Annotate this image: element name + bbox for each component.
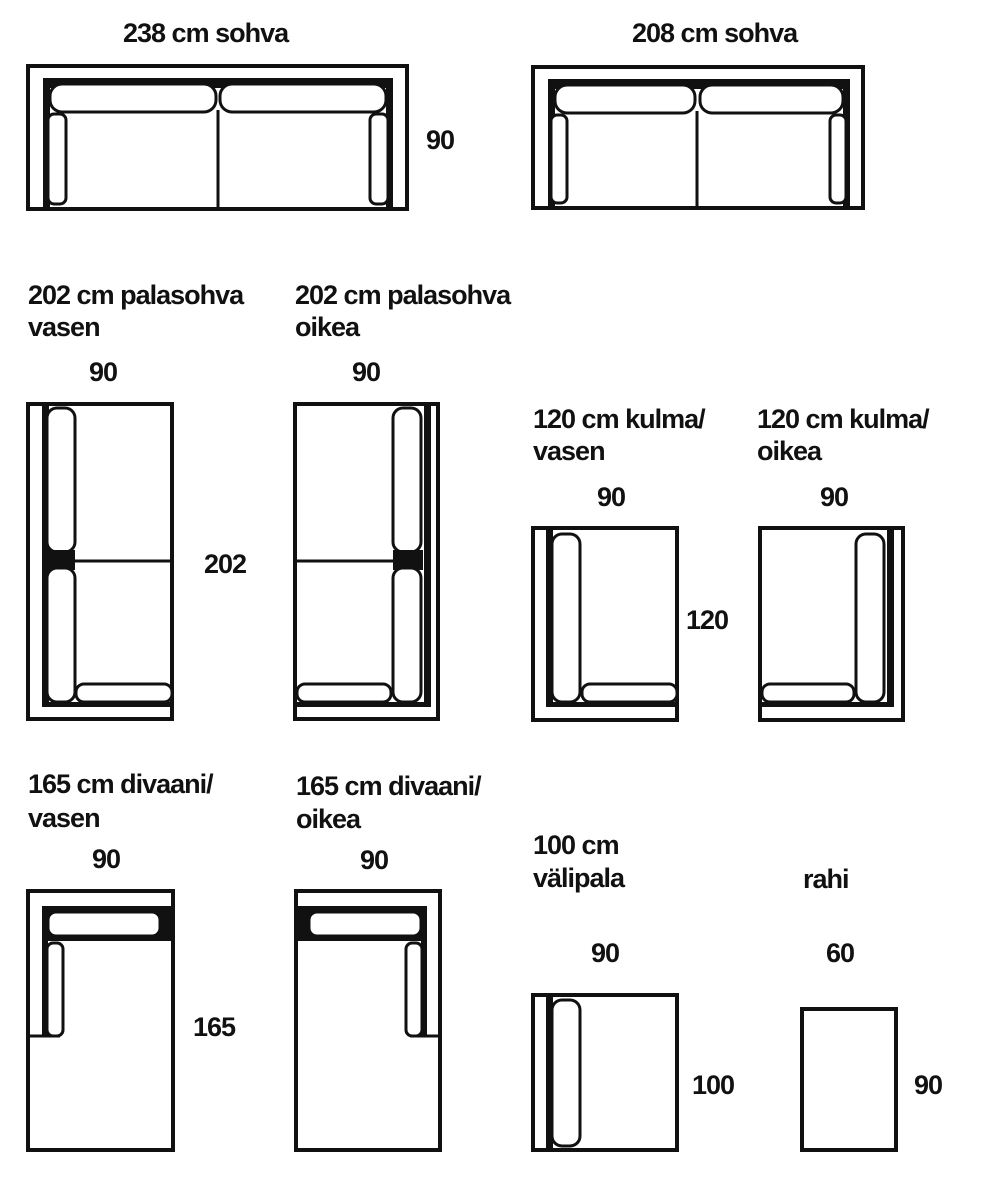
kulma-left-title-2: vasen xyxy=(533,436,606,466)
kulma-right-title-2: oikea xyxy=(757,436,822,466)
divaani-right-title-1: 165 cm divaani/ xyxy=(296,771,482,801)
valipala-length: 100 xyxy=(692,1070,735,1100)
palasohva-left-width: 90 xyxy=(89,357,118,387)
valipala-title-1: 100 cm xyxy=(533,830,620,860)
divaani-left-title-1: 165 cm divaani/ xyxy=(28,769,214,799)
sofa-238-title: 238 cm sohva xyxy=(123,18,289,48)
palasohva-right-title-2: oikea xyxy=(295,312,360,342)
sofa-238-depth: 90 xyxy=(426,125,455,155)
rahi-width: 60 xyxy=(826,938,855,968)
valipala-title-2: välipala xyxy=(533,863,625,893)
palasohva-right-title-1: 202 cm palasohva xyxy=(295,280,511,310)
palasohva-left-title-2: vasen xyxy=(28,312,101,342)
sofa-208-drawing xyxy=(531,65,865,210)
kulma-right-width: 90 xyxy=(820,482,849,512)
divaani-right-title-2: oikea xyxy=(296,804,361,834)
palasohva-right-width: 90 xyxy=(352,357,381,387)
divaani-left-title-2: vasen xyxy=(28,803,101,833)
divaani-length: 165 xyxy=(193,1012,236,1042)
rahi-length: 90 xyxy=(914,1070,943,1100)
rahi-drawing xyxy=(800,1007,898,1152)
kulma-right-drawing xyxy=(758,526,905,722)
valipala-drawing xyxy=(531,993,679,1152)
palasohva-left-title-1: 202 cm palasohva xyxy=(28,280,244,310)
divaani-right-width: 90 xyxy=(360,845,389,875)
sofa-208-title: 208 cm sohva xyxy=(632,18,798,48)
rahi-title: rahi xyxy=(803,864,850,894)
divaani-right-drawing xyxy=(294,889,442,1152)
divaani-left-drawing xyxy=(26,889,175,1152)
divaani-left-width: 90 xyxy=(92,844,121,874)
sofa-238-drawing xyxy=(26,64,409,211)
kulma-right-title-1: 120 cm kulma/ xyxy=(757,404,930,434)
kulma-left-drawing xyxy=(531,526,679,722)
palasohva-length: 202 xyxy=(204,549,247,579)
kulma-length: 120 xyxy=(686,605,729,635)
palasohva-right-drawing xyxy=(293,402,440,721)
kulma-left-width: 90 xyxy=(597,482,626,512)
palasohva-left-drawing xyxy=(26,402,174,721)
kulma-left-title-1: 120 cm kulma/ xyxy=(533,404,706,434)
valipala-width: 90 xyxy=(591,938,620,968)
